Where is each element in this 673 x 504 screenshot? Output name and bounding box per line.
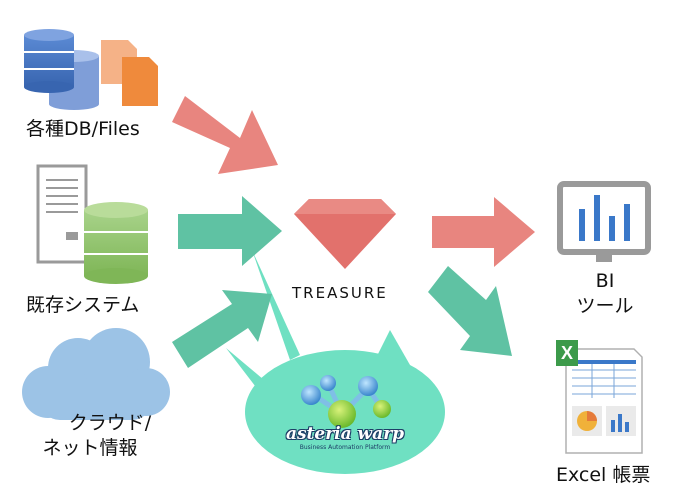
- label-bi-line1: BI: [595, 270, 615, 292]
- arrow-cloud-to-treasure: [172, 290, 272, 368]
- asteria-warp-logo-text: asteria warp: [285, 424, 405, 444]
- cloud-icon: [22, 328, 170, 420]
- arrow-treasure-to-bi: [432, 197, 535, 267]
- label-cloud-line1: クラウド/: [68, 412, 152, 434]
- database-icon: [24, 29, 99, 110]
- molecule-logo-icon: [301, 375, 391, 428]
- gem-icon: [294, 199, 396, 269]
- treasure-label: TREASURE: [292, 284, 388, 302]
- arrow-legacy-to-treasure: [178, 196, 282, 266]
- bubble-tail-top: [252, 250, 300, 360]
- asteria-warp-tagline: Business Automation Platform: [299, 444, 391, 451]
- label-databases: 各種DB/Files: [26, 118, 140, 140]
- arrow-treasure-to-excel: [428, 266, 512, 356]
- arrow-db-to-treasure: [172, 96, 278, 174]
- database-icon: [84, 202, 148, 284]
- file-icon: [101, 40, 158, 106]
- monitor-chart-icon: [557, 181, 651, 262]
- label-legacy-systems: 既存システム: [26, 294, 140, 316]
- excel-x-badge: X: [560, 343, 573, 363]
- label-excel-reports: Excel 帳票: [556, 464, 651, 486]
- server-icon: [36, 164, 88, 264]
- label-bi-line2: ツール: [576, 295, 634, 317]
- label-cloud-line2: ネット情報: [42, 437, 138, 459]
- excel-sheet-icon: [556, 340, 643, 454]
